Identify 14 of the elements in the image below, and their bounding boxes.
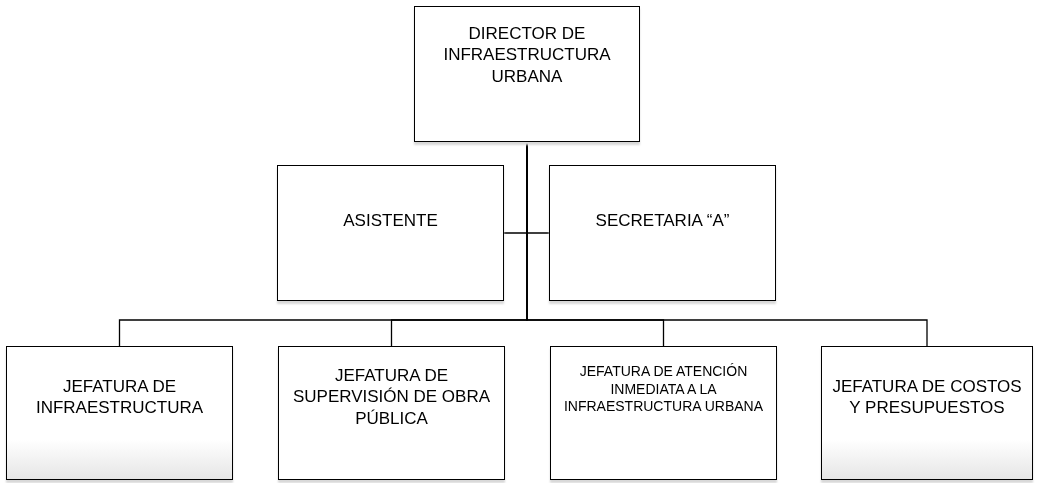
org-box bbox=[6, 346, 233, 480]
org-box bbox=[550, 346, 777, 480]
org-box bbox=[821, 346, 1033, 480]
box-label: JEFATURA DE INFRAESTRUCTURA bbox=[34, 375, 205, 419]
box-label: DIRECTOR DE INFRAESTRUCTURA URBANA bbox=[442, 23, 612, 87]
box-label: ASISTENTE bbox=[343, 210, 438, 232]
org-box bbox=[277, 165, 504, 301]
box-label: JEFATURA DE COSTOS Y PRESUPUESTOS bbox=[831, 375, 1023, 419]
box-label: SECRETARIA “A” bbox=[595, 210, 730, 232]
org-box bbox=[278, 346, 505, 480]
org-box bbox=[549, 165, 776, 301]
org-box bbox=[414, 6, 640, 142]
box-label: JEFATURA DE ATENCIÓN INMEDIATA A LA INFRAESTRUCTURA URBANA bbox=[562, 363, 765, 416]
box-label: JEFATURA DE SUPERVISIÓN DE OBRA PÚBLICA bbox=[291, 365, 492, 429]
